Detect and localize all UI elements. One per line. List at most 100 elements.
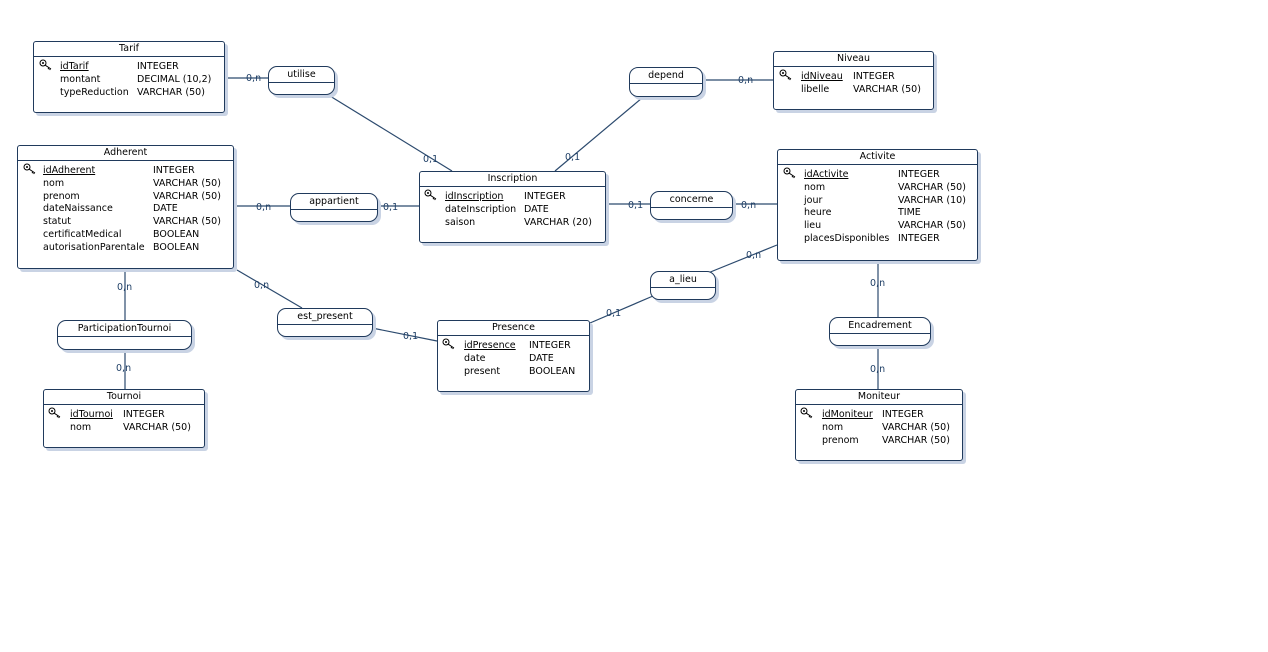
entity-inscription[interactable]: Inscription idInscription INTEGER dateIn… xyxy=(419,171,606,243)
entity-moniteur[interactable]: Moniteur idMoniteur INTEGER nom VARCHAR … xyxy=(795,389,963,461)
entity-title: Inscription xyxy=(420,172,605,187)
association-appartient[interactable]: appartient xyxy=(290,193,378,222)
attribute-type: VARCHAR (50) xyxy=(898,220,966,232)
attribute-row: idTarif INTEGER xyxy=(34,59,224,74)
link-depend-inscription xyxy=(554,97,643,172)
card-depend-inscription: 0,1 xyxy=(565,152,580,163)
attribute-type: BOOLEAN xyxy=(153,228,200,240)
card-appartient-inscription: 0,1 xyxy=(383,202,398,213)
attribute-type: VARCHAR (50) xyxy=(882,421,950,433)
attribute-type: INTEGER xyxy=(898,169,940,180)
attribute-row: autorisationParentale BOOLEAN xyxy=(18,242,233,255)
link-adherent-est-present xyxy=(236,269,303,309)
key-icon xyxy=(779,69,793,81)
entity-title: Activite xyxy=(778,150,977,165)
attribute-type: VARCHAR (50) xyxy=(853,83,921,95)
attribute-name: libelle xyxy=(801,83,830,95)
attribute-type: INTEGER xyxy=(898,232,940,244)
entity-title: Niveau xyxy=(774,52,933,67)
attribute-row: present BOOLEAN xyxy=(438,366,589,379)
attribute-row: montant DECIMAL (10,2) xyxy=(34,74,224,87)
attribute-row: prenom VARCHAR (50) xyxy=(796,435,962,448)
attribute-row: heure TIME xyxy=(778,207,977,220)
attribute-row: placesDisponibles INTEGER xyxy=(778,233,977,246)
association-concerne[interactable]: concerne xyxy=(650,191,733,220)
attribute-row: nom VARCHAR (50) xyxy=(796,422,962,435)
attribute-name: idTarif xyxy=(60,61,89,72)
attribute-row: idInscription INTEGER xyxy=(420,189,605,204)
attribute-type: VARCHAR (50) xyxy=(153,216,221,228)
attribute-type: VARCHAR (10) xyxy=(898,194,966,206)
attribute-name: autorisationParentale xyxy=(43,241,145,253)
entity-activite[interactable]: Activite idActivite INTEGER nom VARCHAR … xyxy=(777,149,978,261)
card-utilise-inscription: 0,1 xyxy=(423,154,438,165)
attribute-type: VARCHAR (50) xyxy=(898,181,966,193)
association-title: concerne xyxy=(651,192,732,208)
attribute-row: date DATE xyxy=(438,353,589,366)
attribute-type: DATE xyxy=(529,352,554,364)
attribute-row: nom VARCHAR (50) xyxy=(778,182,977,195)
attribute-name: nom xyxy=(822,421,844,433)
attribute-name: idAdherent xyxy=(43,165,96,176)
entity-niveau[interactable]: Niveau idNiveau INTEGER libelle VARCHAR … xyxy=(773,51,934,110)
attribute-type: INTEGER xyxy=(137,61,179,72)
attribute-name: prenom xyxy=(43,190,80,202)
attribute-name: certificatMedical xyxy=(43,228,122,240)
attribute-name: statut xyxy=(43,216,71,228)
association-depend[interactable]: depend xyxy=(629,67,703,97)
key-icon xyxy=(39,59,53,71)
association-participation-tournoi[interactable]: ParticipationTournoi xyxy=(57,320,192,350)
association-title: depend xyxy=(630,68,702,84)
entity-presence[interactable]: Presence idPresence INTEGER date DATE pr… xyxy=(437,320,590,392)
attribute-name: nom xyxy=(43,177,65,189)
card-inscription-concerne: 0,1 xyxy=(628,200,643,211)
association-a-lieu[interactable]: a_lieu xyxy=(650,271,716,300)
attribute-row: idActivite INTEGER xyxy=(778,167,977,182)
attribute-row: idTournoi INTEGER xyxy=(44,407,204,422)
attribute-type: VARCHAR (50) xyxy=(153,177,221,189)
card-participation-tournoi: 0,n xyxy=(116,363,131,374)
key-icon xyxy=(800,407,814,419)
attribute-type: VARCHAR (50) xyxy=(153,190,221,202)
attribute-name: date xyxy=(464,352,486,364)
attribute-row: saison VARCHAR (20) xyxy=(420,217,605,230)
card-tarif-utilise: 0,n xyxy=(246,73,261,84)
attribute-name: prenom xyxy=(822,434,859,446)
attribute-name: dateNaissance xyxy=(43,203,113,215)
attribute-name: idInscription xyxy=(445,191,504,202)
link-a-lieu-presence xyxy=(589,295,654,324)
attribute-type: DATE xyxy=(524,203,549,215)
attribute-name: idMoniteur xyxy=(822,409,873,420)
attribute-row: dateNaissance DATE xyxy=(18,203,233,216)
entity-tarif[interactable]: Tarif idTarif INTEGER montant DECIMAL (1… xyxy=(33,41,225,113)
entity-title: Presence xyxy=(438,321,589,336)
attribute-name: nom xyxy=(804,181,826,193)
association-est-present[interactable]: est_present xyxy=(277,308,373,337)
attribute-type: DATE xyxy=(153,203,178,215)
attribute-name: idTournoi xyxy=(70,409,113,420)
attribute-type: VARCHAR (50) xyxy=(123,421,191,433)
attribute-name: lieu xyxy=(804,220,822,232)
attribute-name: nom xyxy=(70,421,92,433)
attribute-row: statut VARCHAR (50) xyxy=(18,216,233,229)
association-encadrement[interactable]: Encadrement xyxy=(829,317,931,346)
entity-title: Adherent xyxy=(18,146,233,161)
attribute-name: jour xyxy=(804,194,823,206)
entity-title: Tournoi xyxy=(44,390,204,405)
attribute-type: BOOLEAN xyxy=(529,365,576,377)
attribute-row: typeReduction VARCHAR (50) xyxy=(34,87,224,100)
key-icon xyxy=(783,167,797,179)
attribute-name: present xyxy=(464,365,501,377)
key-icon xyxy=(442,338,456,350)
attribute-type: TIME xyxy=(898,207,921,219)
attribute-name: heure xyxy=(804,207,832,219)
attribute-row: certificatMedical BOOLEAN xyxy=(18,229,233,242)
attribute-name: placesDisponibles xyxy=(804,232,890,244)
association-utilise[interactable]: utilise xyxy=(268,66,335,95)
card-a-lieu-presence: 0,1 xyxy=(606,308,621,319)
entity-adherent[interactable]: Adherent idAdherent INTEGER nom VARCHAR … xyxy=(17,145,234,269)
entity-tournoi[interactable]: Tournoi idTournoi INTEGER nom VARCHAR (5… xyxy=(43,389,205,448)
attribute-row: nom VARCHAR (50) xyxy=(18,178,233,191)
attribute-name: dateInscription xyxy=(445,203,517,215)
